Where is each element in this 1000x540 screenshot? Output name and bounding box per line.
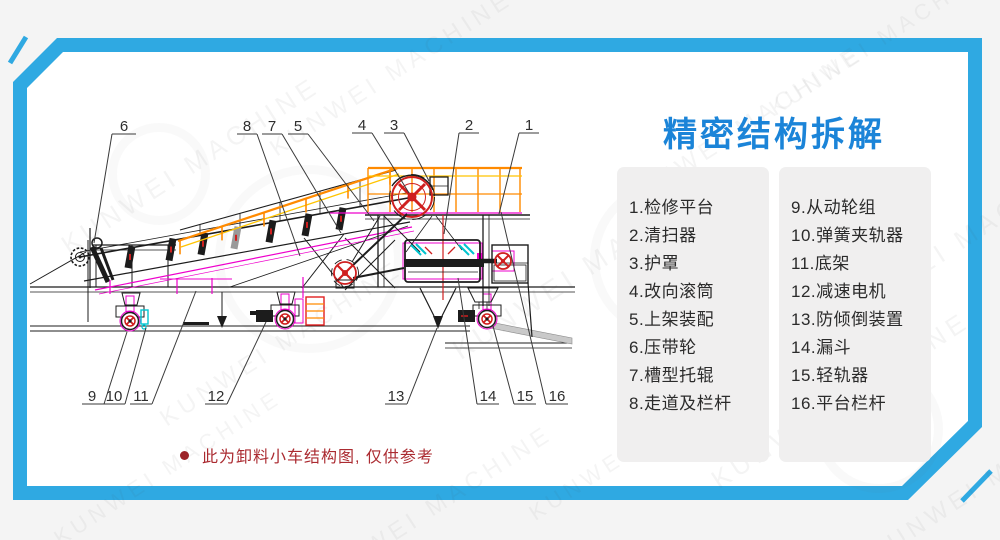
legend-item: 10.弹簧夹轨器 — [791, 226, 904, 245]
callout-number: 4 — [358, 117, 366, 134]
travel-wheel — [119, 310, 141, 332]
callout-number: 9 — [88, 388, 96, 405]
callout-4: 4 — [352, 117, 410, 194]
trough-idlers — [124, 207, 347, 269]
callout-2: 2 — [443, 117, 479, 235]
callout-6: 6 — [93, 118, 136, 244]
callout-7: 7 — [262, 118, 342, 234]
legend-item: 15.轻轨器 — [791, 366, 869, 385]
callout-number: 12 — [208, 388, 225, 405]
callout-16: 16 — [500, 211, 568, 405]
legend-item: 2.清扫器 — [629, 226, 697, 245]
railing-posts — [179, 168, 521, 255]
callout-number: 3 — [390, 117, 398, 134]
travel-wheel — [274, 308, 296, 330]
page-title: 精密结构拆解 — [663, 116, 885, 154]
callout-number: 14 — [480, 388, 497, 405]
legend-item: 12.减速电机 — [791, 282, 887, 301]
legend-item: 14.漏斗 — [791, 338, 852, 357]
callout-14: 14 — [457, 277, 499, 405]
note-bullet-icon — [180, 450, 189, 460]
callout-10: 10 — [103, 327, 147, 405]
callout-11: 11 — [130, 290, 197, 405]
callout-13: 13 — [385, 327, 438, 405]
callout-number: 2 — [465, 117, 473, 134]
legend-item: 9.从动轮组 — [791, 198, 877, 217]
bend-pulley — [389, 174, 435, 220]
travel-wheels — [115, 291, 502, 332]
callout-number: 15 — [517, 388, 534, 405]
legend-item: 13.防倾倒装置 — [791, 310, 904, 329]
callout-5: 5 — [288, 118, 375, 222]
callout-number: 5 — [294, 118, 302, 135]
drive-unit — [480, 244, 533, 338]
belt-press-wheel — [91, 237, 103, 249]
callout-number: 16 — [549, 388, 566, 405]
note-text: 此为卸料小车结构图, 仅供参考 — [202, 449, 434, 466]
callout-9: 9 — [82, 331, 128, 405]
legend-panel-left: 1.检修平台 2.清扫器 3.护罩 4.改向滚筒 5.上架装配 6.压带轮 7.槽型托辊 8.… — [617, 167, 769, 462]
legend-item: 1.检修平台 — [629, 198, 715, 217]
tail-section — [29, 228, 103, 322]
frame-slash-bottom-right — [960, 469, 993, 503]
callout-number: 8 — [243, 118, 251, 135]
callout-3: 3 — [384, 117, 430, 182]
legend-item: 8.走道及栏杆 — [629, 394, 732, 413]
callout-number: 13 — [388, 388, 405, 405]
callout-number: 6 — [120, 118, 128, 135]
callout-number: 1 — [525, 117, 533, 134]
legend-item: 4.改向滚筒 — [629, 282, 715, 301]
lower-pulley — [331, 213, 408, 289]
callout-12: 12 — [205, 321, 267, 405]
rail-clamp — [140, 309, 149, 325]
callout-8: 8 — [237, 118, 301, 257]
legend-item: 5.上架装配 — [629, 310, 715, 329]
callout-1: 1 — [498, 117, 539, 215]
reference-note: 此为卸料小车结构图, 仅供参考 — [180, 443, 434, 467]
legend-item: 3.护罩 — [629, 254, 680, 273]
incline-railing — [177, 166, 400, 248]
pendant — [217, 292, 227, 328]
legend-item: 7.槽型托辊 — [629, 366, 715, 385]
callout-number: 10 — [106, 388, 123, 405]
legend-panel-right: 9.从动轮组 10.弹簧夹轨器 11.底架 12.减速电机 13.防倾倒装置 14.漏斗 1… — [779, 167, 931, 462]
callout-number: 11 — [133, 388, 149, 405]
legend-item: 11.底架 — [791, 254, 850, 273]
frame-slash-top-left — [7, 35, 29, 65]
hopper — [419, 287, 499, 329]
legend-item: 16.平台栏杆 — [791, 394, 887, 413]
callout-15: 15 — [492, 325, 536, 405]
incline-conveyor — [79, 169, 411, 291]
legend-item: 6.压带轮 — [629, 338, 697, 357]
callout-number: 7 — [268, 118, 276, 135]
travel-wheel — [476, 308, 498, 330]
drive-drum — [404, 239, 484, 283]
